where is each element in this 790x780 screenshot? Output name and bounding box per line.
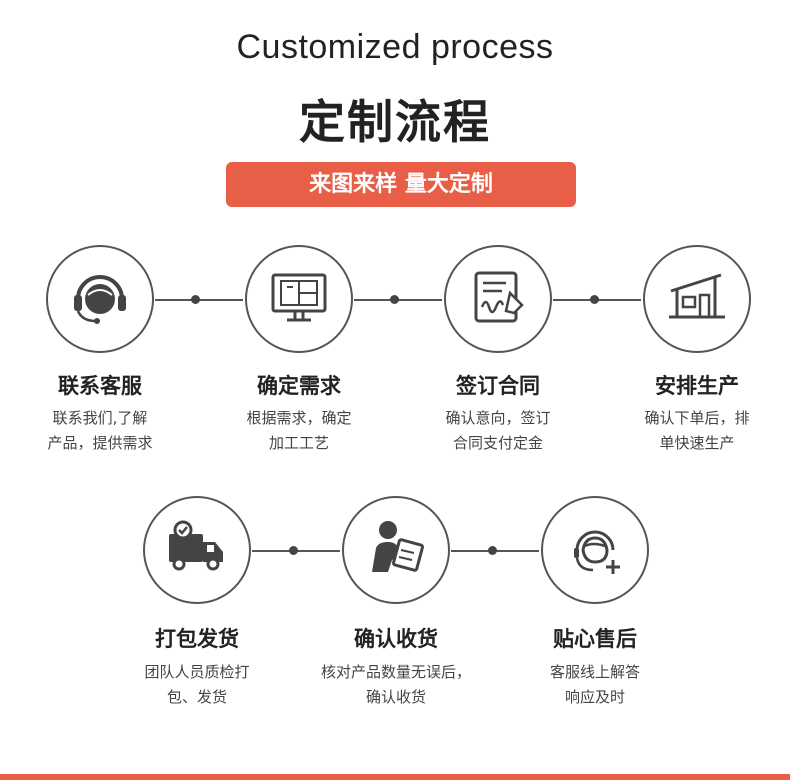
step-desc: 确认收货 [365, 688, 426, 706]
step-title: 安排生产 [655, 374, 739, 398]
step-title: 签订合同 [456, 374, 540, 398]
step-desc: 产品，提供需求 [47, 434, 153, 452]
step-title: 打包发货 [155, 627, 239, 651]
contract-sign-icon [466, 265, 530, 333]
step-desc: 合同支付定金 [452, 434, 543, 452]
step-desc: 核对产品数量无误后， [320, 663, 471, 681]
step-circle-after-sales [541, 496, 649, 604]
step-desc: 根据需求，确定 [246, 409, 352, 427]
step-circle-contact [46, 245, 154, 353]
title-en: Customized process [236, 28, 554, 66]
step-circle-requirement [245, 245, 353, 353]
step-desc: 确认下单后，排 [644, 409, 750, 427]
step-title: 确认收货 [354, 627, 438, 651]
bottom-accent-bar [0, 774, 790, 780]
monitor-icon [267, 265, 331, 333]
step-desc: 确认意向，签订 [445, 409, 551, 427]
banner: 来图来样 量大定制 [226, 162, 576, 207]
step-title: 联系客服 [58, 374, 142, 398]
receipt-person-icon [364, 516, 428, 584]
connector-dot [488, 546, 497, 555]
headset-icon [68, 265, 132, 333]
connector-dot [289, 546, 298, 555]
delivery-truck-icon [165, 516, 229, 584]
step-desc: 加工工艺 [268, 434, 329, 452]
connector-dot [390, 295, 399, 304]
step-desc: 团队人员质检打 [144, 663, 250, 681]
step-desc: 响应及时 [564, 688, 625, 706]
step-desc: 单快速生产 [659, 434, 735, 452]
step-circle-production [643, 245, 751, 353]
step-title: 贴心售后 [553, 627, 637, 651]
step-circle-receipt [342, 496, 450, 604]
step-desc: 联系我们,了解 [52, 409, 148, 427]
step-circle-shipping [143, 496, 251, 604]
connector-dot [590, 295, 599, 304]
connector-dot [191, 295, 200, 304]
step-desc: 包、发货 [166, 688, 227, 706]
step-circle-contract [444, 245, 552, 353]
step-title: 确定需求 [257, 374, 341, 398]
after-sales-agent-icon [563, 516, 627, 584]
title-cn: 定制流程 [299, 95, 491, 149]
step-desc: 客服线上解答 [549, 663, 640, 681]
factory-icon [665, 265, 729, 333]
